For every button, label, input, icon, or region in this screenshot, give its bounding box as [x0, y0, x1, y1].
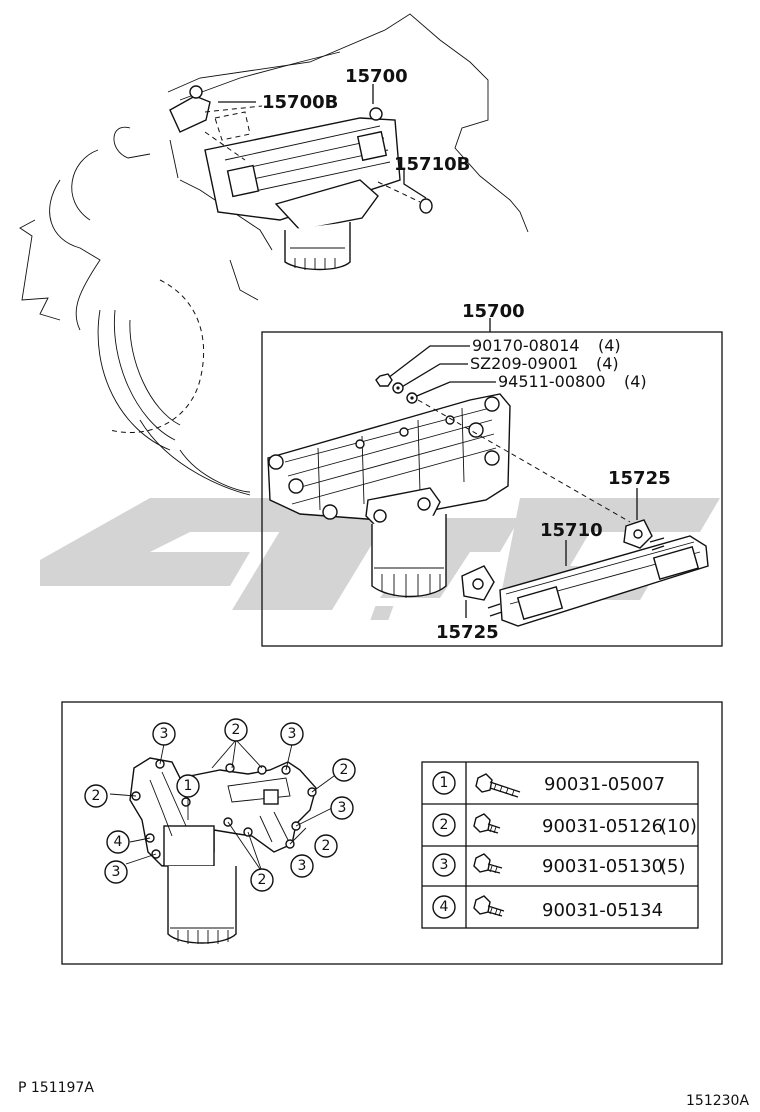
detail-panel: 15700 90170-08014 (4) SZ209-09001 (4) 94…	[261, 301, 723, 647]
svg-text:4: 4	[440, 899, 449, 915]
svg-text:2: 2	[340, 762, 349, 778]
bolt-icon	[473, 853, 503, 874]
part-qty-3: (4)	[624, 372, 647, 391]
svg-text:3: 3	[112, 864, 121, 880]
bolt-icon	[475, 773, 521, 798]
callout-1-center: 1	[176, 774, 200, 798]
label-15710: 15710	[540, 520, 603, 541]
bolt-layout-frame	[61, 701, 723, 965]
cooler-front-view	[129, 757, 317, 944]
callout-3-bottom-right: 3	[290, 854, 314, 878]
legend-qty-3: (5)	[660, 856, 686, 877]
legend-row-3: 3 90031-05130 (5)	[432, 853, 686, 877]
svg-text:1: 1	[440, 775, 449, 791]
svg-text:1: 1	[184, 778, 193, 794]
nut-icon	[375, 373, 393, 387]
svg-text:3: 3	[160, 726, 169, 742]
callout-3-top-right: 3	[280, 722, 304, 746]
callout-2-top: 2	[224, 718, 248, 742]
legend-row-1: 1 90031-05007	[432, 771, 665, 798]
callout-2-right: 2	[332, 758, 356, 782]
svg-text:2: 2	[232, 722, 241, 738]
gasket-washer-icon	[406, 392, 418, 404]
legend-part-no-3: 90031-05130	[542, 856, 663, 877]
legend-part-no-2: 90031-05126	[542, 816, 663, 837]
legend-row-2: 2 90031-05126 (10)	[432, 813, 697, 837]
svg-text:4: 4	[114, 834, 123, 850]
bolt-icon	[473, 895, 505, 917]
legend-row-4: 4 90031-05134	[432, 895, 663, 921]
svg-text:2: 2	[440, 817, 449, 833]
bolt-legend-table: 1 90031-05007 2 90031-05126 (10)	[421, 761, 699, 929]
footer-code-right: 151230A	[686, 1093, 749, 1109]
legend-part-no-4: 90031-05134	[542, 900, 663, 921]
part-no-1: 90170-08014	[472, 336, 580, 355]
svg-text:3: 3	[440, 857, 449, 873]
label-15710b: 15710B	[394, 154, 470, 175]
detail-frame	[261, 331, 723, 647]
label-15700-detail: 15700	[462, 301, 525, 322]
legend-qty-2: (10)	[660, 816, 697, 837]
svg-text:3: 3	[338, 800, 347, 816]
svg-text:3: 3	[298, 858, 307, 874]
part-qty-1: (4)	[598, 336, 621, 355]
callout-2-bottom: 2	[250, 868, 274, 892]
gasket-lower	[461, 565, 495, 601]
legend-part-no-1: 90031-05007	[544, 774, 665, 795]
svg-text:3: 3	[288, 726, 297, 742]
callout-3-top-left: 3	[152, 722, 176, 746]
washer-icon	[392, 382, 404, 394]
svg-text:2: 2	[258, 872, 267, 888]
svg-text:2: 2	[92, 788, 101, 804]
gasket-upper	[623, 519, 653, 549]
callout-2-left: 2	[84, 784, 108, 808]
bolt-icon	[473, 813, 501, 834]
svg-text:2: 2	[322, 838, 331, 854]
label-15700-top: 15700	[345, 66, 408, 87]
oil-cooler-body	[267, 393, 511, 598]
callout-2-right-lower: 2	[314, 834, 338, 858]
part-qty-2: (4)	[596, 354, 619, 373]
label-15700b: 15700B	[262, 92, 338, 113]
oil-cooler-element	[487, 535, 709, 627]
callout-3-bottom-left: 3	[104, 860, 128, 884]
part-no-2: SZ209-09001	[470, 354, 578, 373]
footer-code-left: P 151197A	[18, 1080, 94, 1096]
callout-4-left: 4	[106, 830, 130, 854]
callout-3-right: 3	[330, 796, 354, 820]
label-15725-upper: 15725	[608, 468, 671, 489]
bolt-layout-panel: 3 2 3 2 3 2 3 2 2 1 4 3 1 90031-05007	[61, 701, 723, 965]
label-15725-lower: 15725	[436, 622, 499, 643]
overview-cooler	[169, 85, 433, 271]
part-no-3: 94511-00800	[498, 372, 606, 391]
engine-overview: 15700 15700B 15710B	[19, 13, 529, 496]
